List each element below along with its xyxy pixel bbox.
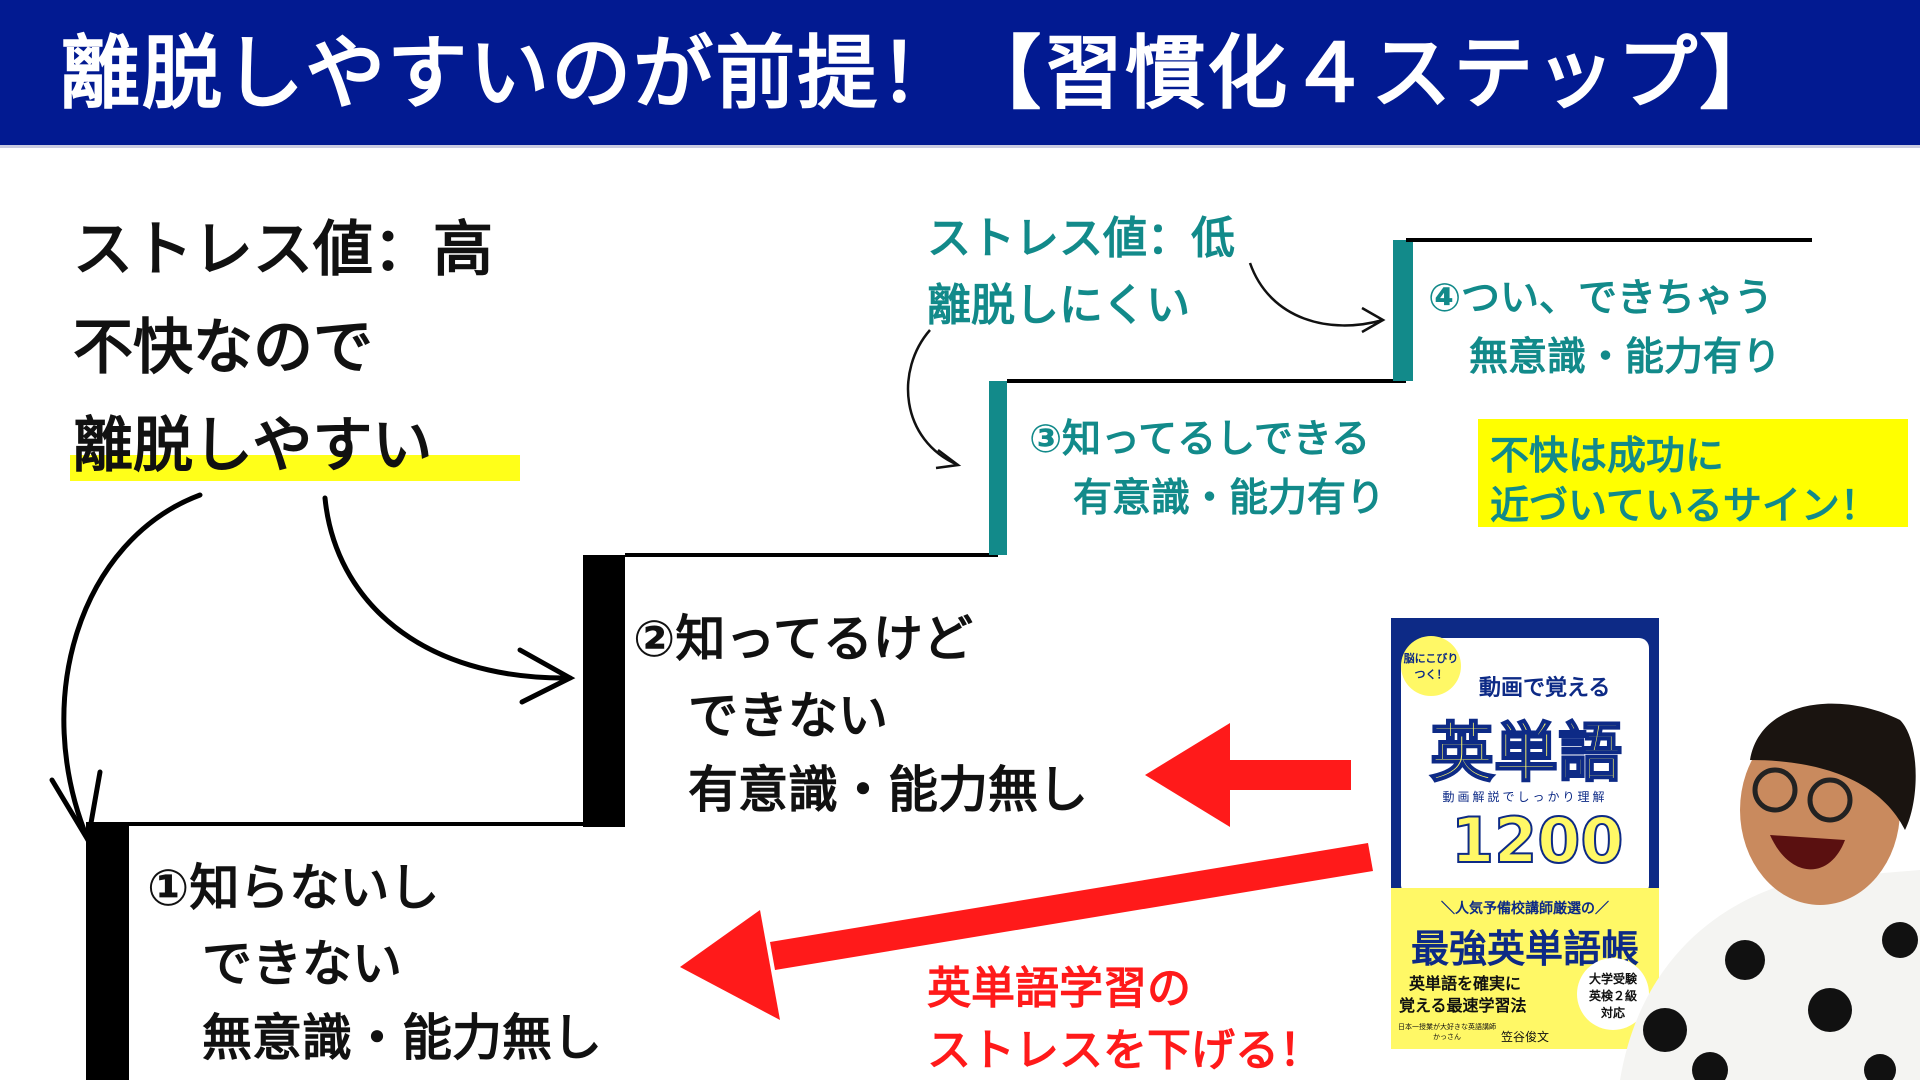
red-note-line-2: ストレスを下げる！	[927, 1025, 1323, 1076]
step-3-title: ③知ってるしできる	[1029, 417, 1371, 462]
teal-arrow-to-step-4	[1248, 262, 1386, 334]
step-2-tread	[625, 553, 998, 557]
book-method-2: 覚える最速学習法	[1399, 996, 1527, 1015]
teal-note-line-2: 離脱しにくい	[927, 280, 1191, 331]
book-author: 笠谷俊文	[1501, 1030, 1550, 1044]
book-tagline: 動画解説でしっかり理解	[1442, 790, 1608, 804]
step-3-tread	[1007, 379, 1406, 383]
book-badge: 脳にこびりつく！	[1401, 636, 1461, 696]
teal-note-line-1: ストレス値：低	[927, 213, 1235, 264]
step-2-line-3: 有意識・能力無し	[688, 761, 1088, 819]
page-title: 離脱しやすいのが前提！【習慣化４ステップ】	[60, 27, 1782, 120]
black-arrow-to-step-2	[322, 495, 576, 705]
header-banner: 離脱しやすいのが前提！【習慣化４ステップ】	[0, 0, 1920, 148]
red-arrow-to-step-1	[680, 843, 1373, 1020]
step-4-tread	[1406, 238, 1812, 242]
step-4-line-2: 無意識・能力有り	[1469, 335, 1782, 380]
step-4-riser	[1393, 240, 1413, 381]
highlight-marker	[70, 455, 520, 481]
book-method-1: 英単語を確実に	[1409, 974, 1522, 993]
book-circle-badge: 大学受験 英検２級 対応	[1577, 958, 1649, 1030]
step-1-line-2: できない	[202, 935, 402, 993]
book-author-note: 日本一授業が大好きな英語講師かっさん	[1398, 1023, 1496, 1041]
step-1-line-3: 無意識・能力無し	[202, 1009, 602, 1067]
step-2-riser	[583, 555, 625, 827]
left-note-line-3: 離脱しやすい	[73, 411, 433, 481]
callout-box: 不快は成功に 近づいているサイン！	[1478, 419, 1908, 529]
callout-line-2: 近づいているサイン！	[1490, 484, 1879, 529]
red-arrow-to-step-2	[1145, 723, 1351, 827]
callout-line-1: 不快は成功に	[1490, 434, 1725, 479]
left-note-line-1: ストレス値：高	[73, 215, 493, 285]
book-subtitle: 動画で覚える	[1479, 676, 1611, 701]
book-number: 1200	[1450, 803, 1625, 878]
step-1-title: ①知らないし	[147, 859, 440, 917]
step-2-title: ②知ってるけど	[633, 610, 973, 668]
book-cover[interactable]: 脳にこびりつく！ 動画で覚える 英単語 動画解説でしっかり理解 1200 ＼人気…	[1391, 618, 1659, 1049]
step-3-riser	[989, 381, 1007, 555]
book-title: 英単語	[1429, 716, 1623, 792]
step-2-line-2: できない	[688, 687, 888, 745]
teal-arrow-to-step-3	[906, 329, 962, 470]
red-note-line-1: 英単語学習の	[927, 963, 1191, 1014]
book-ribbon: ＼人気予備校講師厳選の／	[1441, 901, 1609, 917]
step-1-riser	[86, 824, 129, 1080]
left-note-line-2: 不快なので	[73, 313, 373, 383]
black-arrow-to-step-1	[49, 492, 203, 848]
step-3-line-2: 有意識・能力有り	[1073, 476, 1386, 521]
step-4-title: ④つい、できちゃう	[1428, 276, 1774, 321]
step-1-tread	[86, 822, 588, 826]
